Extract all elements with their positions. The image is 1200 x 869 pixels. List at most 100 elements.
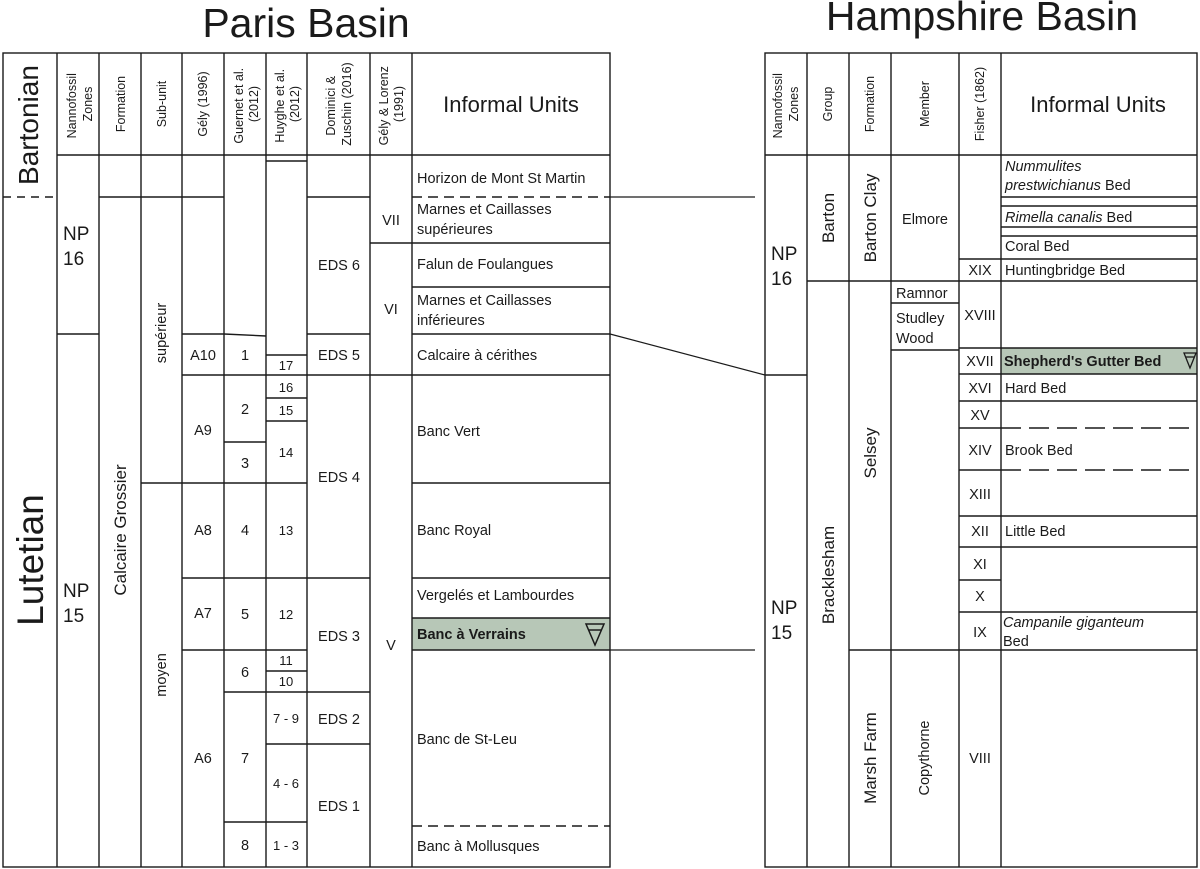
paris-basin-table — [2, 52, 611, 868]
gelylorenz-unit: VI — [384, 302, 398, 318]
dominici-unit: EDS 6 — [318, 258, 360, 274]
fisher-unit: XVIII — [964, 308, 995, 324]
fisher-unit: XVII — [966, 354, 993, 370]
member-studley-wood: Studley Wood — [896, 311, 948, 347]
stage-bartonian: Bartonian — [13, 65, 44, 185]
dominici-unit: EDS 4 — [318, 470, 360, 486]
hampshire-zone-np15: NP 15 — [771, 598, 802, 644]
hampshire-basin-title: Hampshire Basin — [826, 0, 1138, 39]
gely-units: A10 A9 A8 A7 A6 — [190, 348, 216, 767]
formation-selsey: Selsey — [861, 427, 880, 479]
fisher-unit: X — [975, 589, 985, 605]
formation-marsh-farm: Marsh Farm — [861, 712, 880, 804]
guernet-unit: 7 — [241, 751, 249, 767]
fisher-unit: XVI — [968, 381, 991, 397]
fisher-unit: XIV — [968, 443, 992, 459]
formation-calcaire-grossier: Calcaire Grossier — [111, 464, 130, 596]
gely-unit: A7 — [194, 606, 212, 622]
banc-a-verrains-highlight — [412, 618, 610, 650]
informal-brook-bed: Brook Bed — [1005, 443, 1073, 459]
gelylorenz-units: VII VI V — [382, 213, 400, 654]
informal-banc-a-mollusques: Banc à Mollusques — [417, 839, 540, 855]
subunit-superieur: supérieur — [154, 303, 170, 364]
guernet-unit: 5 — [241, 607, 249, 623]
gelylorenz-unit: VII — [382, 213, 400, 229]
paris-informal-header: Informal Units — [443, 92, 579, 117]
hampshire-member-header: Member — [918, 81, 932, 127]
informal-horizon-mont-st-martin: Horizon de Mont St Martin — [417, 171, 585, 187]
gely-unit: A10 — [190, 348, 216, 364]
informal-nummulites-prestwichianus-bed: Nummulites prestwichianus Bed — [1004, 159, 1131, 194]
fisher-unit: VIII — [969, 751, 991, 767]
dominici-unit: EDS 1 — [318, 799, 360, 815]
huyghe-unit: 14 — [279, 445, 293, 460]
hampshire-informal-units: Nummulites prestwichianus Bed Rimella ca… — [1003, 159, 1161, 650]
dominici-unit: EDS 5 — [318, 348, 360, 364]
hampshire-informal-header: Informal Units — [1030, 92, 1166, 117]
gely-unit: A9 — [194, 423, 212, 439]
fisher-unit: XI — [973, 557, 987, 573]
hampshire-header-row: Nannofossil Zones Group Formation Member… — [771, 67, 1166, 141]
guernet-unit: 2 — [241, 402, 249, 418]
huyghe-unit: 16 — [279, 380, 293, 395]
informal-falun-de-foulangues: Falun de Foulangues — [417, 257, 553, 273]
informal-vergeles-et-lambourdes: Vergelés et Lambourdes — [417, 588, 574, 604]
correlation-line-middle — [609, 333, 766, 376]
huyghe-unit: 11 — [279, 653, 293, 668]
fisher-unit: XIX — [968, 263, 992, 279]
inverted-triangle-icon — [584, 623, 606, 647]
stage-lutetian: Lutetian — [10, 494, 51, 626]
correlation-lines — [609, 196, 766, 651]
informal-hard-bed: Hard Bed — [1005, 381, 1066, 397]
huyghe-unit: 1 - 3 — [273, 838, 299, 853]
paris-header-row: Nannofossil Zones Formation Sub-unit Gél… — [65, 62, 579, 145]
informal-shepherds-gutter-bed: Shepherd's Gutter Bed — [1004, 354, 1161, 370]
guernet-unit: 4 — [241, 523, 249, 539]
hampshire-zone-np16: NP 16 — [771, 244, 802, 290]
hampshire-formation-header: Formation — [863, 76, 877, 132]
hampshire-nannofossil-header: Nannofossil Zones — [771, 70, 801, 139]
huyghe-unit: 13 — [279, 523, 293, 538]
fisher-units: XIX XVIII XVII XVI XV XIV XIII XII XI X … — [964, 263, 995, 767]
gely-unit: A8 — [194, 523, 212, 539]
fisher-unit: XII — [971, 524, 989, 540]
group-barton: Barton — [819, 193, 838, 243]
informal-coral-bed: Coral Bed — [1005, 239, 1069, 255]
paris-gely-header: Gély (1996) — [196, 71, 210, 136]
huyghe-units: 17 16 15 14 13 12 11 10 7 - 9 4 - 6 1 - … — [273, 358, 299, 853]
paris-informal-units: Horizon de Mont St Martin Marnes et Cail… — [417, 171, 585, 855]
dominici-unit: EDS 2 — [318, 712, 360, 728]
formation-barton-clay: Barton Clay — [861, 173, 880, 262]
paris-formation-header: Formation — [114, 76, 128, 132]
informal-marnes-inferieures: Marnes et Caillasses inférieures — [417, 293, 556, 329]
guernet-unit: 1 — [241, 348, 249, 364]
informal-banc-a-verrains: Banc à Verrains — [417, 627, 526, 643]
paris-dominici-header: Dominici & Zuschin (2016) — [324, 62, 354, 145]
paris-huyghe-header: Huyghe et al. (2012) — [273, 65, 302, 142]
dominici-unit: EDS 3 — [318, 629, 360, 645]
huyghe-unit: 15 — [279, 403, 293, 418]
informal-banc-vert: Banc Vert — [417, 424, 480, 440]
informal-campanile-giganteum-bed: Campanile giganteum Bed — [1003, 615, 1148, 650]
group-bracklesham: Bracklesham — [819, 526, 838, 624]
dominici-units: EDS 6 EDS 5 EDS 4 EDS 3 EDS 2 EDS 1 — [318, 258, 360, 815]
gelylorenz-unit: V — [386, 638, 396, 654]
hampshire-group-header: Group — [821, 87, 835, 122]
gely-unit: A6 — [194, 751, 212, 767]
hampshire-fisher-header: Fisher (1862) — [973, 67, 987, 141]
guernet-units: 1 2 3 4 5 6 7 8 — [241, 348, 249, 854]
inverted-triangle-icon — [1183, 352, 1197, 370]
hampshire-basin-table — [764, 52, 1198, 868]
member-elmore: Elmore — [902, 212, 948, 228]
member-copythorne: Copythorne — [917, 721, 933, 796]
informal-marnes-superieures: Marnes et Caillasses supérieures — [417, 202, 556, 238]
paris-zone-np15: NP 15 — [63, 581, 94, 627]
huyghe-unit: 4 - 6 — [273, 776, 299, 791]
member-ramnor: Ramnor — [896, 286, 948, 302]
paris-basin-title: Paris Basin — [202, 0, 409, 46]
huyghe-unit: 10 — [279, 674, 293, 689]
paris-guernet-header: Guernet et al. (2012) — [232, 64, 261, 143]
informal-banc-royal: Banc Royal — [417, 523, 491, 539]
informal-calcaire-a-cerithes: Calcaire à cérithes — [417, 348, 537, 364]
